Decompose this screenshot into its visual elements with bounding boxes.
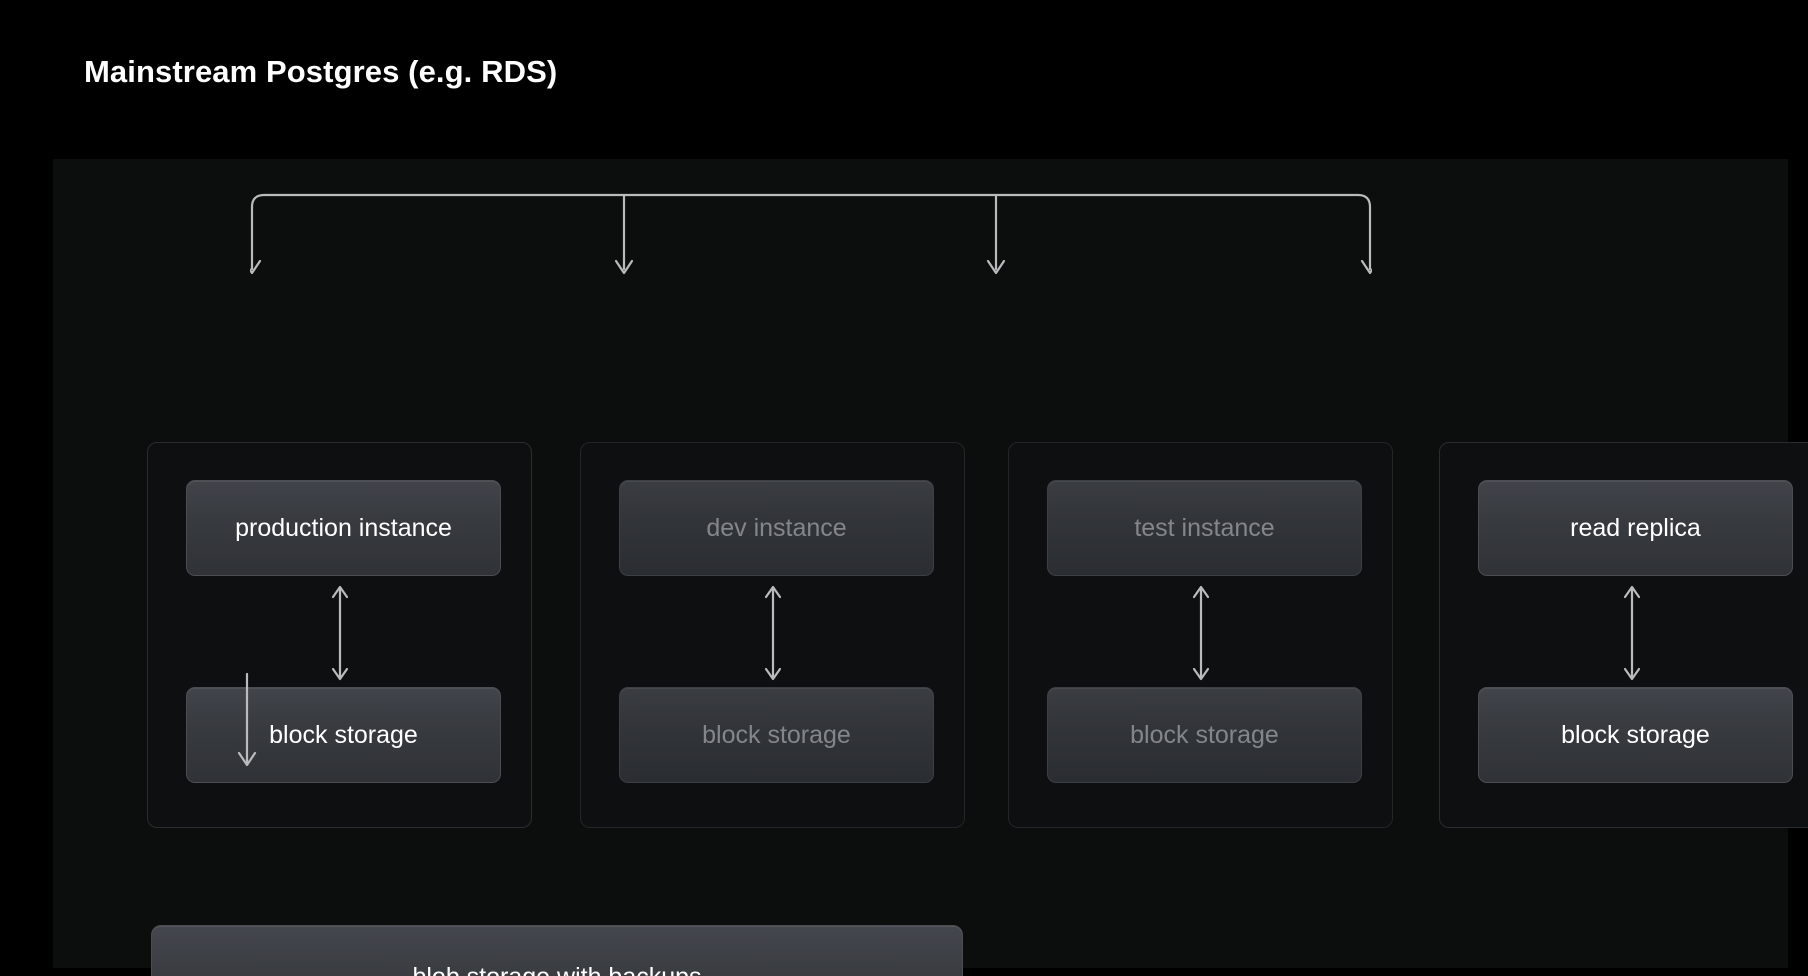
blob-storage-line-1: blob storage with backups (412, 955, 701, 976)
group-test[interactable]: test instance block storage (1008, 442, 1393, 828)
bidirectional-link-icon (764, 585, 781, 681)
node-read-replica-block-storage[interactable]: block storage (1478, 687, 1793, 783)
group-read-replica[interactable]: read replica block storage (1439, 442, 1808, 828)
node-blob-storage[interactable]: blob storage with backups and WAL archiv… (151, 925, 963, 976)
bidirectional-link-icon (1192, 585, 1209, 681)
page-title: Mainstream Postgres (e.g. RDS) (84, 54, 558, 89)
node-dev-instance[interactable]: dev instance (619, 480, 934, 576)
node-read-replica[interactable]: read replica (1478, 480, 1793, 576)
diagram-panel: production instance block storage dev in… (53, 159, 1808, 976)
bidirectional-link-icon (331, 585, 348, 681)
node-production-block-storage[interactable]: block storage (186, 687, 501, 783)
bidirectional-link-icon (1623, 585, 1640, 681)
node-dev-block-storage[interactable]: block storage (619, 687, 934, 783)
node-test-block-storage[interactable]: block storage (1047, 687, 1362, 783)
node-test-instance[interactable]: test instance (1047, 480, 1362, 576)
node-production-instance[interactable]: production instance (186, 480, 501, 576)
group-production[interactable]: production instance block storage (147, 442, 532, 828)
top-distribution-bus (250, 193, 1372, 275)
group-dev[interactable]: dev instance block storage (580, 442, 965, 828)
